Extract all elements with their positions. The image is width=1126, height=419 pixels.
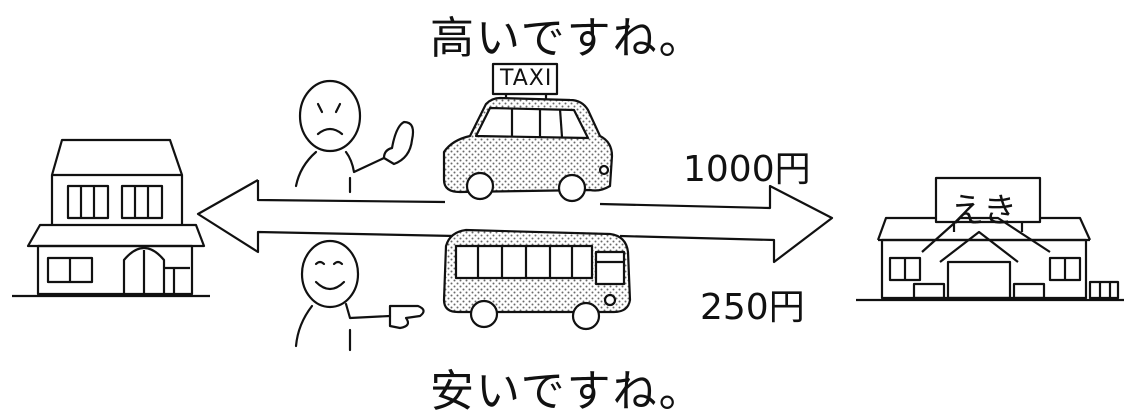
house-icon bbox=[12, 138, 210, 298]
happy-person-icon bbox=[294, 239, 425, 352]
station-icon bbox=[856, 176, 1124, 302]
illustration: 高いですね。 TAXI 1000円 えき 250円 安いですね。 bbox=[12, 13, 1124, 417]
bus-icon bbox=[442, 228, 632, 331]
taxi-icon bbox=[442, 62, 614, 203]
taxi-sign-label: TAXI bbox=[500, 66, 553, 91]
caption-expensive: 高いですね。 bbox=[430, 13, 705, 64]
bus-price: 250円 bbox=[700, 287, 805, 328]
taxi-price: 1000円 bbox=[683, 149, 811, 190]
caption-cheap: 安いですね。 bbox=[430, 366, 705, 417]
double-arrow-icon bbox=[196, 179, 834, 264]
station-sign-label: えき bbox=[950, 191, 1017, 231]
illustration-drawing bbox=[12, 62, 1124, 352]
sad-person-icon bbox=[294, 79, 415, 194]
